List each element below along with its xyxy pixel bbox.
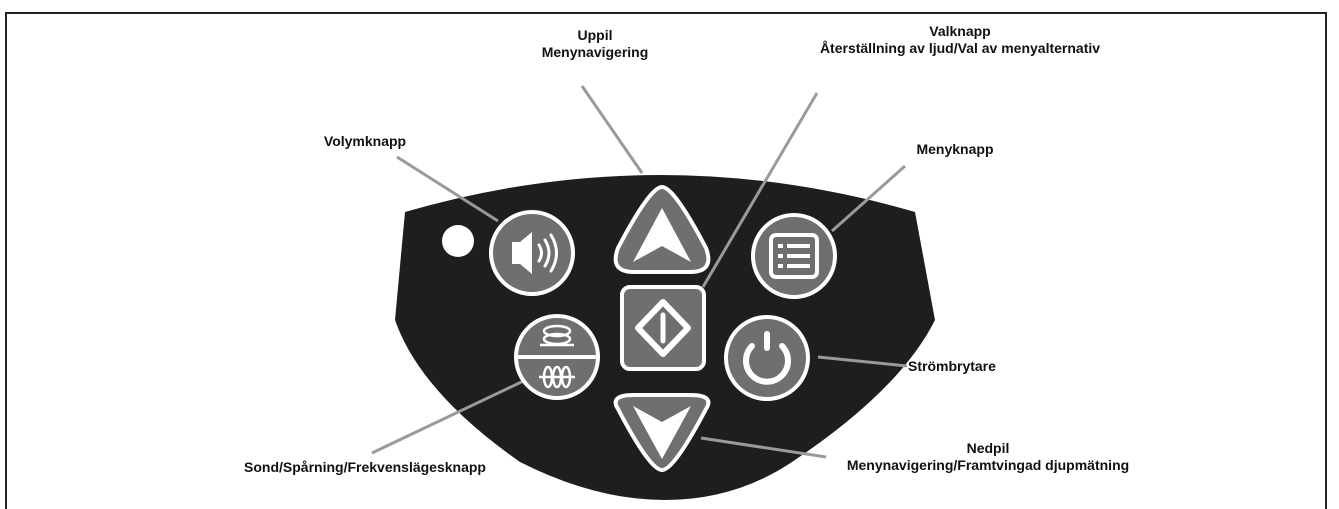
down-arrow-button[interactable] [613, 393, 711, 473]
label-sond-line1: Sond/Spårning/Frekvenslägesknapp [244, 459, 486, 475]
label-sond: Sond/Spårning/Frekvenslägesknapp [215, 459, 515, 476]
leader-sond [371, 374, 535, 455]
leader-lines [371, 85, 908, 459]
down-arrow-icon [633, 406, 691, 459]
label-menyknapp-line1: Menyknapp [916, 141, 994, 157]
speaker-icon [512, 232, 558, 274]
leader-uppil [580, 85, 644, 174]
label-volymknapp-line1: Volymknapp [323, 133, 407, 149]
label-strombrytare-line1: Strömbrytare [908, 358, 996, 374]
label-nedpil: Nedpil Menynavigering/Framtvingad djupmä… [808, 440, 1168, 474]
label-valknapp: Valknapp Återställning av ljud/Val av me… [750, 23, 1170, 57]
label-uppil: Uppil Menynavigering [520, 27, 670, 61]
label-nedpil-line2: Menynavigering/Framtvingad djupmätning [846, 457, 1130, 473]
leader-valknapp [701, 92, 819, 288]
label-valknapp-line1: Valknapp [929, 23, 991, 39]
label-strombrytare: Strömbrytare [908, 358, 1038, 375]
label-uppil-line1: Uppil [577, 27, 613, 43]
led-indicator [442, 225, 474, 257]
mode-button[interactable] [514, 314, 600, 400]
power-button[interactable] [724, 315, 810, 401]
diagram-frame [5, 12, 1327, 509]
power-icon [743, 331, 791, 385]
select-diamond-icon [635, 299, 691, 357]
volume-button[interactable] [489, 210, 575, 296]
label-valknapp-line2: Återställning av ljud/Val av menyalterna… [819, 40, 1101, 56]
label-menyknapp: Menyknapp [895, 141, 1015, 158]
label-nedpil-line1: Nedpil [966, 440, 1010, 456]
leader-nedpil [700, 436, 827, 459]
up-arrow-button[interactable] [613, 184, 711, 274]
leader-menyknapp [831, 164, 906, 233]
leader-volymknapp [396, 155, 499, 223]
label-uppil-line2: Menynavigering [541, 44, 649, 60]
menu-list-icon [769, 233, 819, 279]
up-arrow-icon [633, 208, 691, 262]
label-volymknapp: Volymknapp [300, 133, 430, 150]
leader-strombrytare [817, 355, 908, 368]
menu-button[interactable] [751, 213, 837, 299]
mode-coil-icon [539, 324, 575, 389]
select-button[interactable] [620, 285, 706, 371]
